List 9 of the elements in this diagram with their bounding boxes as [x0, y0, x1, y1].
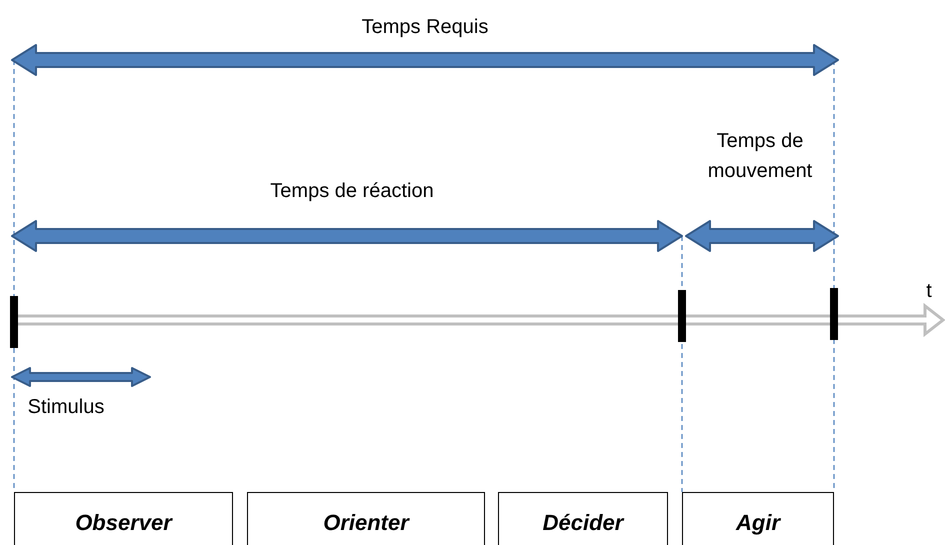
span-label: Temps de réaction	[270, 179, 434, 204]
phase-box: Orienter	[247, 492, 485, 545]
phase-box: Observer	[14, 492, 233, 545]
span-label: Temps Requis	[362, 15, 488, 40]
axis-label: t	[926, 279, 932, 304]
phase-box: Décider	[498, 492, 668, 545]
span-label: Temps de mouvement	[706, 129, 814, 184]
phase-box: Agir	[682, 492, 834, 545]
span-label: Stimulus	[28, 395, 104, 420]
